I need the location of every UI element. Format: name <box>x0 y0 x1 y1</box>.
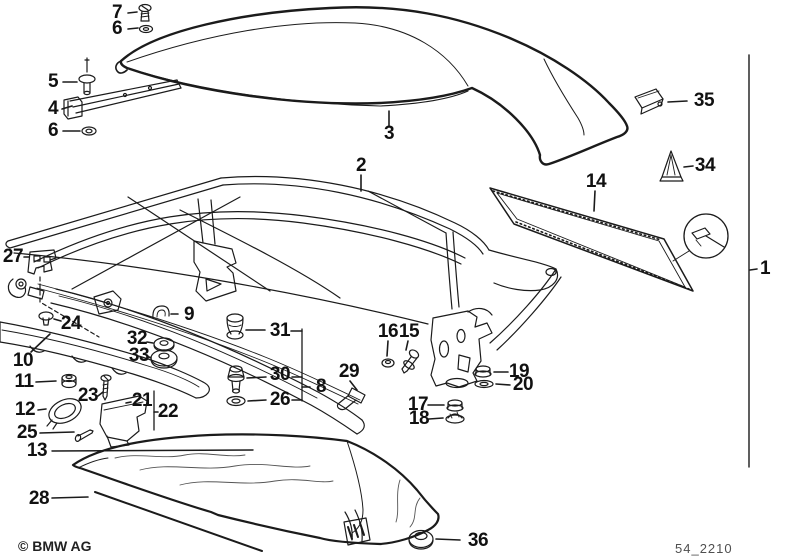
washer-20-icon <box>474 379 494 389</box>
screw-7-icon <box>138 3 152 22</box>
grommet-33-icon <box>150 349 178 369</box>
headliner-drawing <box>71 433 440 550</box>
washer-32-icon <box>153 337 175 352</box>
cable-hook-icon <box>7 278 45 300</box>
latch-21-icon <box>99 395 148 448</box>
ring-12-icon <box>46 398 82 430</box>
nut-19-icon <box>474 365 492 378</box>
pushpin-5-icon <box>78 57 96 96</box>
cap-24-icon <box>38 311 54 326</box>
washer-6-left-icon <box>81 126 97 136</box>
washer-6-top-icon <box>138 24 154 34</box>
diagram-code-text: 54_2210 <box>675 541 733 556</box>
nut-17-icon <box>446 399 464 412</box>
screw-23-icon <box>100 374 112 401</box>
header-rail-drawing <box>0 249 365 448</box>
rail-strip-4-icon <box>63 79 182 120</box>
rear-window-seal-drawing <box>489 187 694 292</box>
washer-26-icon <box>226 395 246 407</box>
rivet-25-icon <box>74 429 94 442</box>
nut-11-icon <box>61 373 77 389</box>
washer-16-icon <box>381 358 395 368</box>
leader-lines <box>23 11 758 552</box>
magnifier-detail <box>672 213 729 262</box>
screw-15-icon <box>401 349 420 374</box>
u-clip-9-icon <box>152 305 170 319</box>
buffer-31-icon <box>226 313 244 340</box>
bracket-27-icon <box>27 249 57 275</box>
folding-top-frame-drawing <box>5 175 562 389</box>
clip-34-icon <box>659 150 684 182</box>
soft-top-cover-drawing <box>115 6 629 166</box>
copyright-text: © BMW AG <box>18 538 92 554</box>
capnut-18-icon <box>445 411 465 424</box>
clip-35-icon <box>634 88 664 115</box>
strap-buckle-icon <box>343 509 371 546</box>
pivot-pin-30-icon <box>227 365 245 394</box>
bolt-29-icon <box>336 387 366 411</box>
grommet-36-icon <box>408 529 434 550</box>
